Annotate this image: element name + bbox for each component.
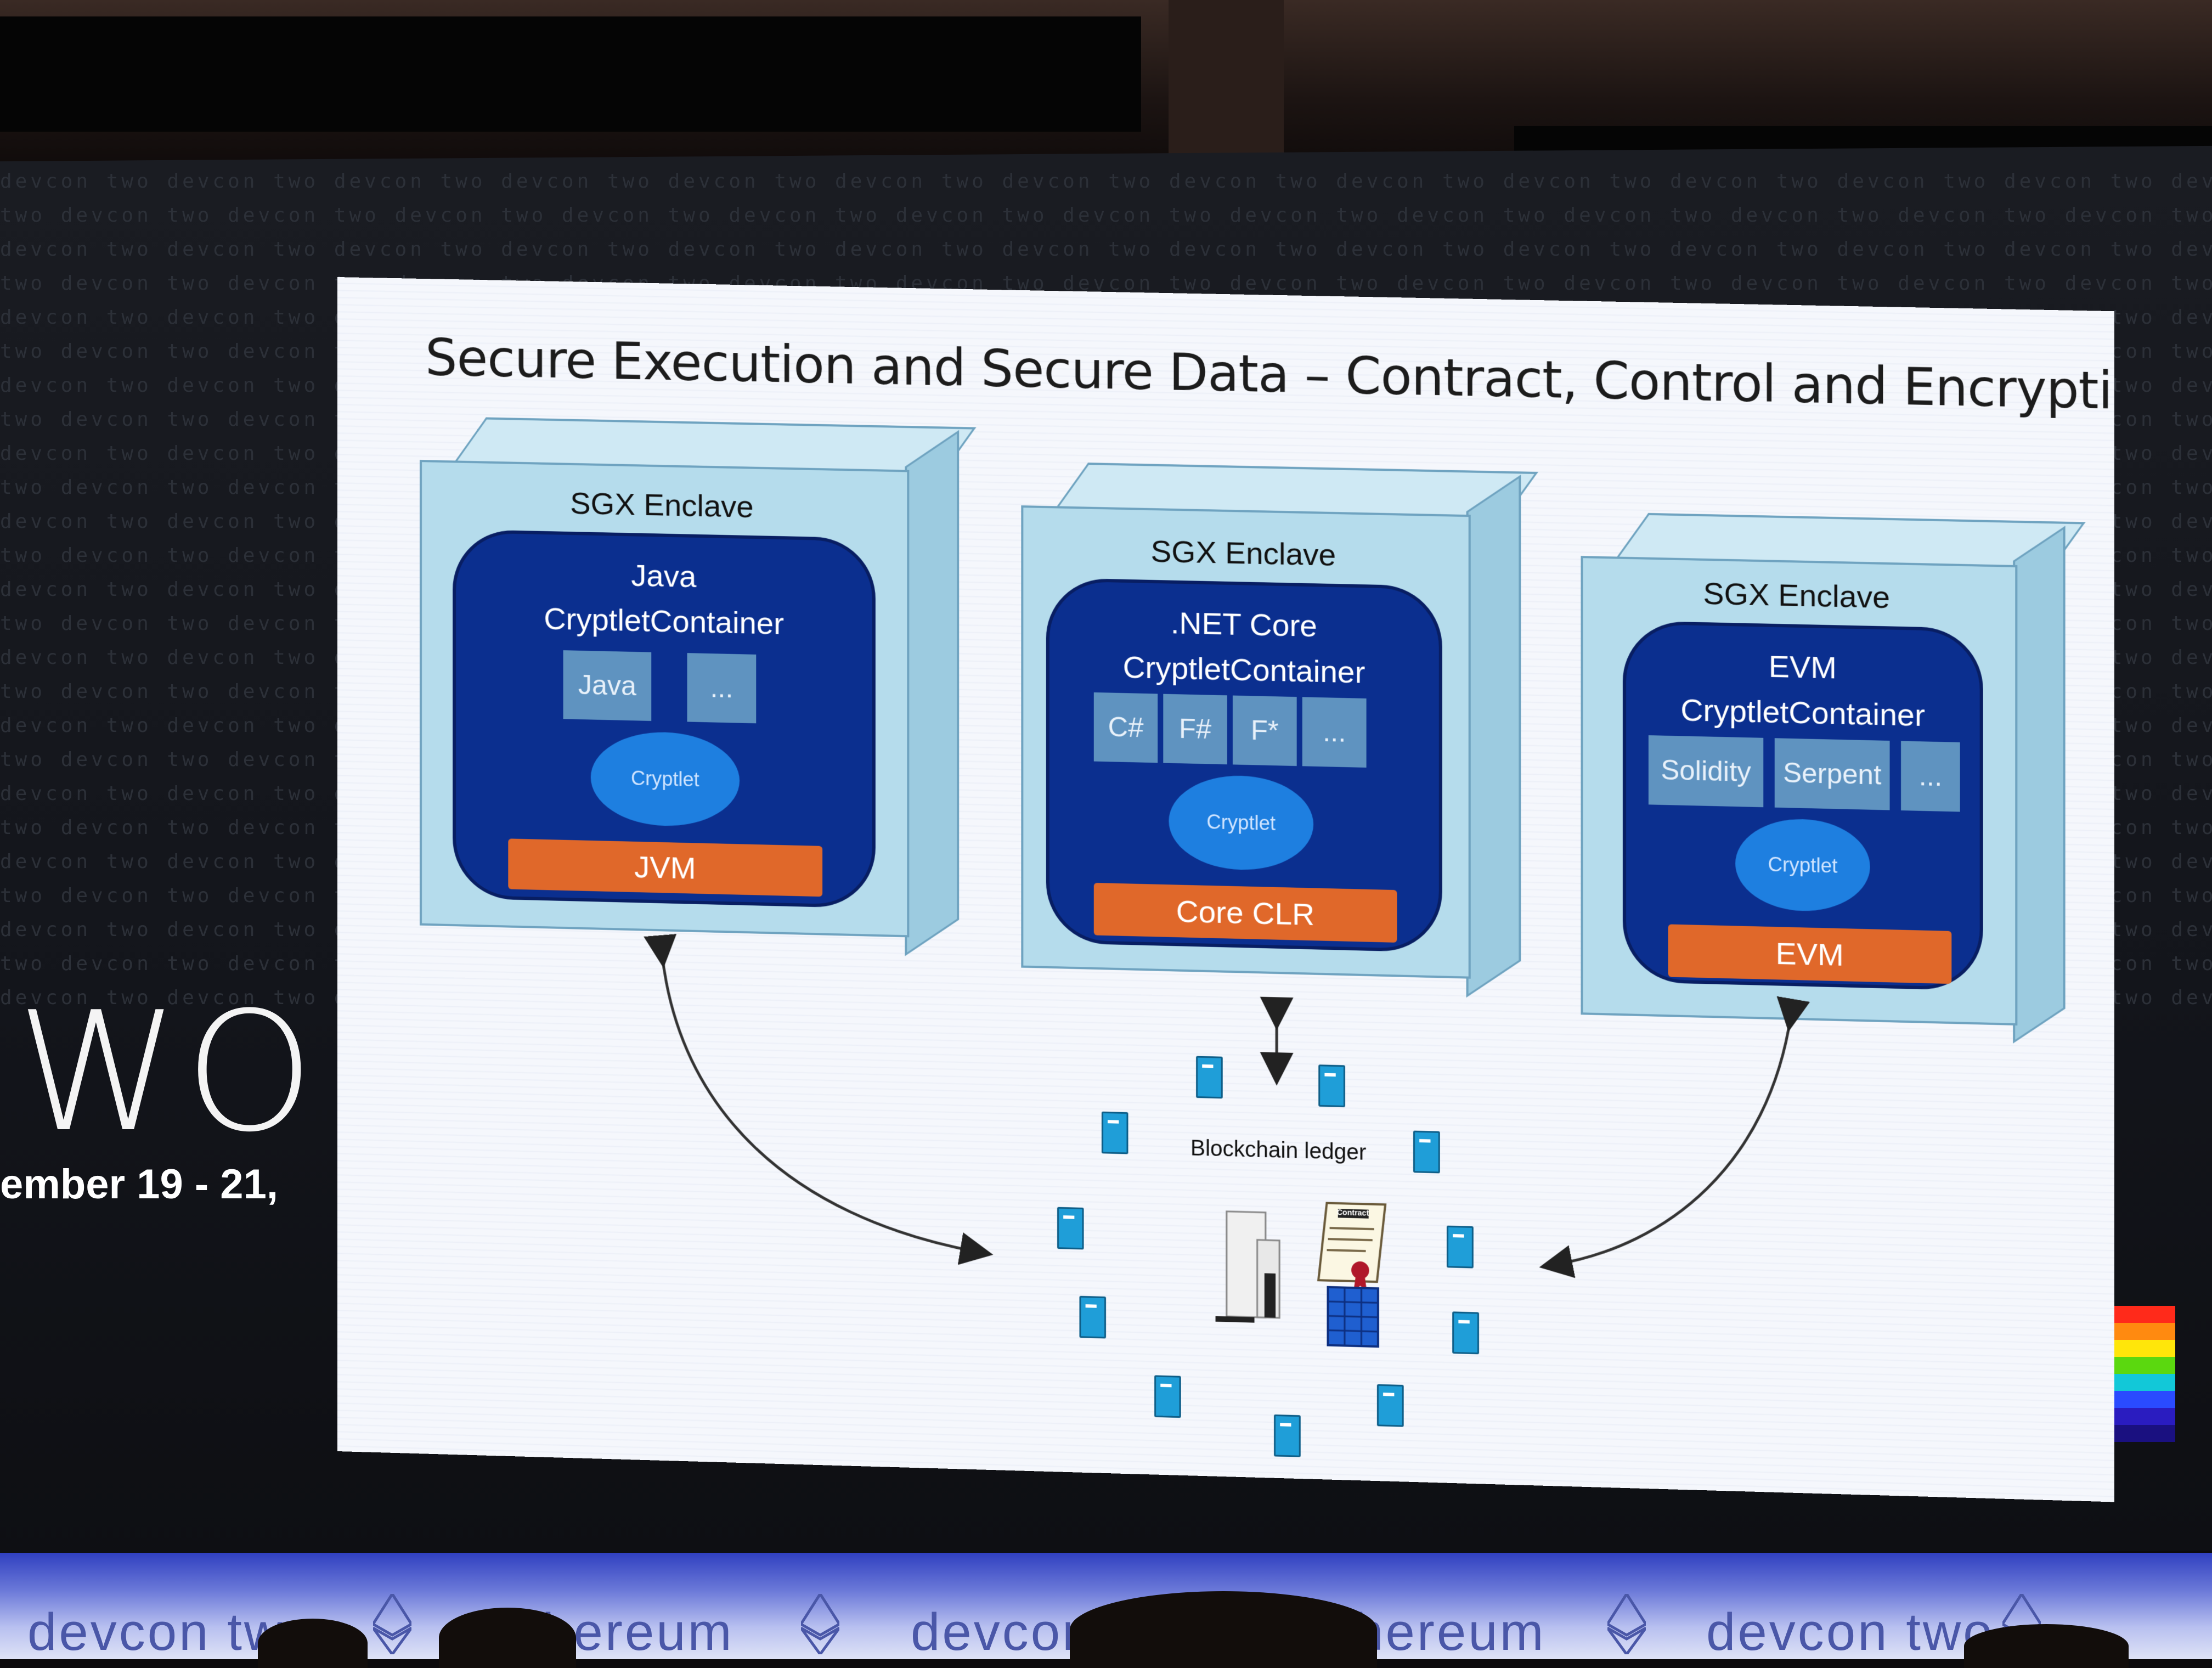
arrow-evm-ledger xyxy=(1556,1010,1791,1271)
event-date: ember 19 - 21, xyxy=(0,1161,278,1208)
ledger-node-icon xyxy=(1154,1375,1181,1418)
ledger-node-icon xyxy=(1447,1225,1474,1269)
building-icon xyxy=(1215,1205,1288,1323)
ledger-node-icon xyxy=(1079,1295,1107,1339)
ledger-node-icon xyxy=(1274,1414,1301,1457)
ethereum-logo-icon xyxy=(1607,1594,1646,1654)
audience-head xyxy=(439,1608,576,1668)
contract-document-icon xyxy=(1316,1197,1393,1292)
database-grid-icon xyxy=(1327,1286,1380,1349)
ledger-node-icon xyxy=(1452,1311,1480,1355)
ceiling-panel-left xyxy=(0,16,1141,132)
audience-head xyxy=(1070,1591,1377,1668)
ethereum-logo-icon xyxy=(373,1594,411,1654)
ledger-node-icon xyxy=(1413,1130,1440,1174)
projected-slide: Secure Execution and Secure Data – Contr… xyxy=(337,277,2114,1502)
ledger-node-icon xyxy=(1101,1111,1128,1154)
blockchain-ledger-label: Blockchain ledger xyxy=(1190,1136,1367,1165)
banner-word: devcon two xyxy=(1706,1603,1995,1661)
audience-head xyxy=(1964,1624,2129,1668)
ledger-node-icon xyxy=(1318,1064,1345,1108)
contract-label: Contract xyxy=(1336,1208,1369,1218)
ethereum-logo-icon xyxy=(801,1594,839,1654)
arrow-java-ledger xyxy=(662,951,977,1252)
ledger-node-icon xyxy=(1196,1056,1223,1099)
ledger-node-icon xyxy=(1057,1207,1084,1250)
ledger-node-icon xyxy=(1376,1384,1404,1427)
ceiling-beam xyxy=(1169,0,1284,181)
ceiling xyxy=(0,0,2212,230)
devcon-two-wordmark: WO xyxy=(16,977,320,1168)
audience-head xyxy=(258,1619,368,1668)
